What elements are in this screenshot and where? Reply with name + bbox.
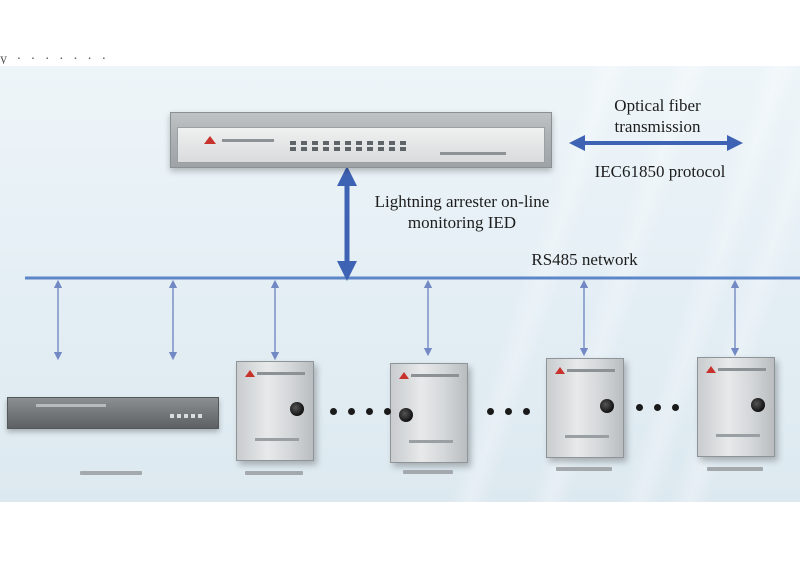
brand-logo-icon <box>555 367 565 374</box>
indicator-leds <box>290 141 408 151</box>
monitoring-box-4 <box>697 357 775 457</box>
network-label: RS485 network <box>531 250 638 269</box>
fiber-label: Optical fiber transmission <box>595 95 720 137</box>
data-collector-unit <box>7 397 219 429</box>
cropped-heading-remnant: y · · · · · · · <box>0 52 110 64</box>
box-caption-mark <box>707 467 763 471</box>
brand-logo-icon <box>204 136 216 144</box>
monitoring-box-3 <box>546 358 624 458</box>
monitoring-box-2 <box>390 363 468 463</box>
box-caption-mark <box>403 470 453 474</box>
brand-logo-icon <box>399 372 409 379</box>
ellipsis-dots-3 <box>636 404 679 411</box>
rack-front-panel <box>177 127 545 163</box>
box-caption-mark <box>556 467 612 471</box>
protocol-label: IEC61850 protocol <box>594 162 726 181</box>
collector-caption-mark <box>80 471 142 475</box>
knob-icon <box>600 399 614 413</box>
brand-logo-icon <box>245 370 255 377</box>
ied-label: Lightning arrester on-line monitoring IE… <box>362 191 562 233</box>
brand-logo-icon <box>706 366 716 373</box>
ellipsis-dots-2 <box>487 408 530 415</box>
box-caption-mark <box>245 471 303 475</box>
ellipsis-dots-1 <box>330 408 391 415</box>
knob-icon <box>399 408 413 422</box>
monitoring-ied-rack-unit <box>170 112 552 168</box>
knob-icon <box>751 398 765 412</box>
knob-icon <box>290 402 304 416</box>
ied-label-line2: monitoring IED <box>407 213 517 232</box>
fiber-label-line2: transmission <box>614 117 701 136</box>
monitoring-box-1 <box>236 361 314 461</box>
ied-label-line1: Lightning arrester on-line <box>374 192 550 211</box>
fiber-label-line1: Optical fiber <box>614 96 701 115</box>
